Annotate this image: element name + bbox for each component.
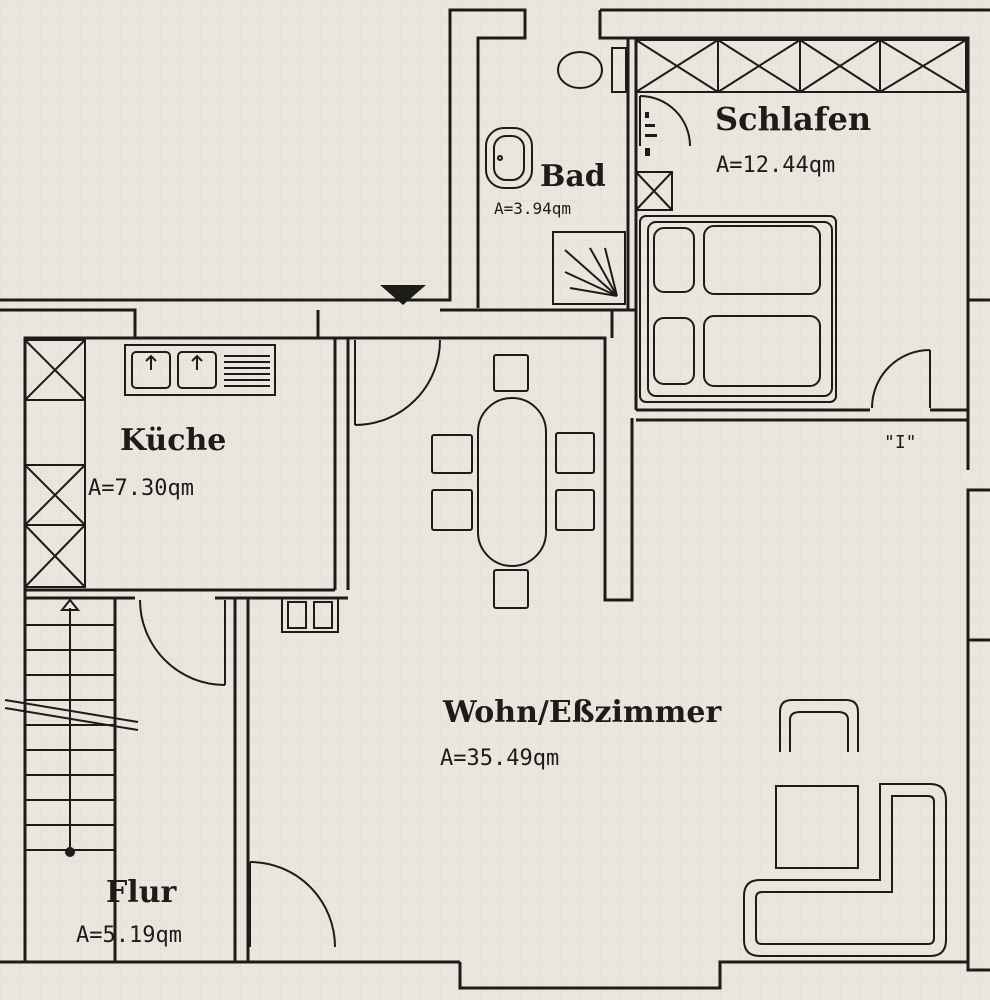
partition-walls [348,310,634,602]
toilet-icon [557,47,627,93]
flur-walls [113,598,250,962]
sink-icon [485,127,533,189]
bad-marks [645,112,657,156]
outer-walls [0,8,990,990]
coffee-table [775,785,859,869]
flur-cabinet [281,597,339,633]
shower-icon [552,231,626,305]
bad-walls [626,38,638,410]
flur-door [249,861,336,948]
window-schlafen [635,39,967,93]
schlafen-name: Schlafen [715,100,871,138]
window-bad-small [635,171,673,211]
schlafen-walls [636,408,968,422]
small-mark-label: "I" [884,432,917,453]
bad-area: A=3.94qm [494,199,571,218]
schlafen-door [871,349,931,409]
dining-door [354,339,441,426]
flur-name: Flur [106,875,178,910]
bed-icon [639,215,837,403]
schlafen-area: A=12.44qm [716,153,835,178]
bad-door-swing [639,95,691,147]
kueche-name: Küche [120,423,226,458]
dining-table [431,354,595,609]
kueche-area: A=7.30qm [88,476,194,501]
flur-area: A=5.19qm [76,923,182,948]
kitchen-counter [124,344,276,396]
entrance-arrow-icon [380,285,426,305]
kueche-door [139,599,226,686]
wohn-name: Wohn/Eßzimmer [442,695,723,730]
window-kueche [24,339,86,588]
kueche-walls [25,338,350,600]
armchair-icon [779,699,859,752]
wohn-area: A=35.49qm [440,746,559,771]
staircase [4,598,139,857]
bad-name: Bad [540,159,606,194]
sofa-icon [743,783,947,957]
